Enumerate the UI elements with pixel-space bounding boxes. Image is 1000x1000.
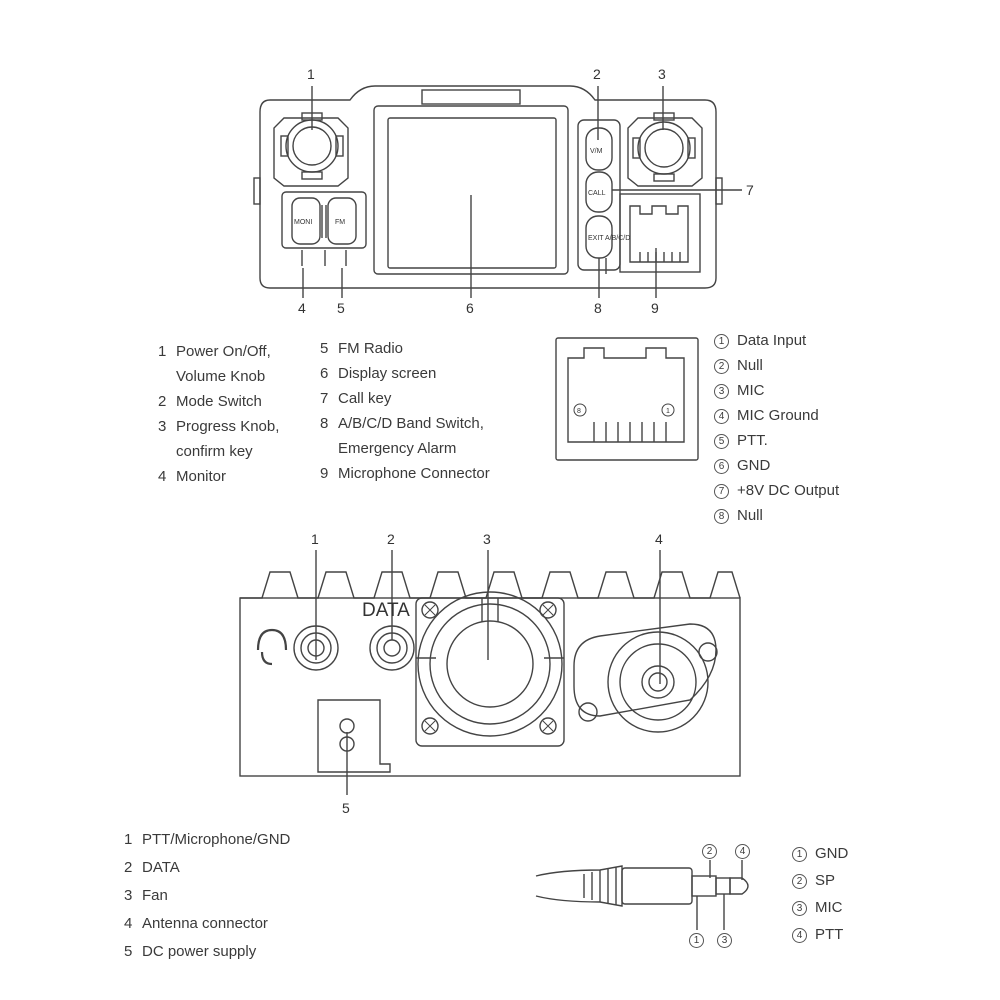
antenna-connector-drawing [573,623,718,733]
call-button-label: CALL [588,190,606,197]
plug-drawing [535,860,749,930]
callout-front-7: 7 [746,182,754,198]
callout-front-8: 8 [594,300,602,316]
plug-mark-3: 3 [717,932,740,948]
callout-rear-5: 5 [342,800,350,816]
front-panel-drawing [253,85,742,298]
rj45-pin: 7+8V DC Output [714,483,839,499]
callout-rear-1: 1 [311,531,319,547]
rj45-mark-8: 8 [577,408,581,415]
callout-front-5: 5 [337,300,345,316]
callout-front-4: 4 [298,300,306,316]
callout-front-3: 3 [658,66,666,82]
volume-knob-drawing [273,112,349,187]
fm-button-label: FM [335,219,345,226]
rear-panel-drawing [239,550,741,795]
legend-item-cont: Volume Knob [176,368,266,385]
callout-rear-3: 3 [483,531,491,547]
mode-button-label: V/M [590,148,603,155]
progress-knob-drawing [627,112,703,187]
data-jack-label: DATA [362,600,410,621]
fan-drawing [415,591,565,747]
callout-rear-4: 4 [655,531,663,547]
monitor-button-label: MONI [294,219,312,226]
dc-power-drawing [317,699,391,773]
rj45-drawing [555,337,699,461]
plug-mark-2: 2 [702,843,725,859]
callout-front-9: 9 [651,300,659,316]
callout-rear-2: 2 [387,531,395,547]
front-mic-jack-drawing [619,193,701,273]
callout-front-6: 6 [466,300,474,316]
plug-mark-4: 4 [735,843,758,859]
legend-item-cont: Emergency Alarm [338,440,457,457]
legend-item-cont: confirm key [176,443,253,460]
exit-button-label: EXIT A/B/C/D [588,235,630,242]
callout-front-2: 2 [593,66,601,82]
callout-front-1: 1 [307,66,315,82]
plug-mark-1: 1 [689,932,712,948]
rj45-mark-1: 1 [666,408,670,415]
